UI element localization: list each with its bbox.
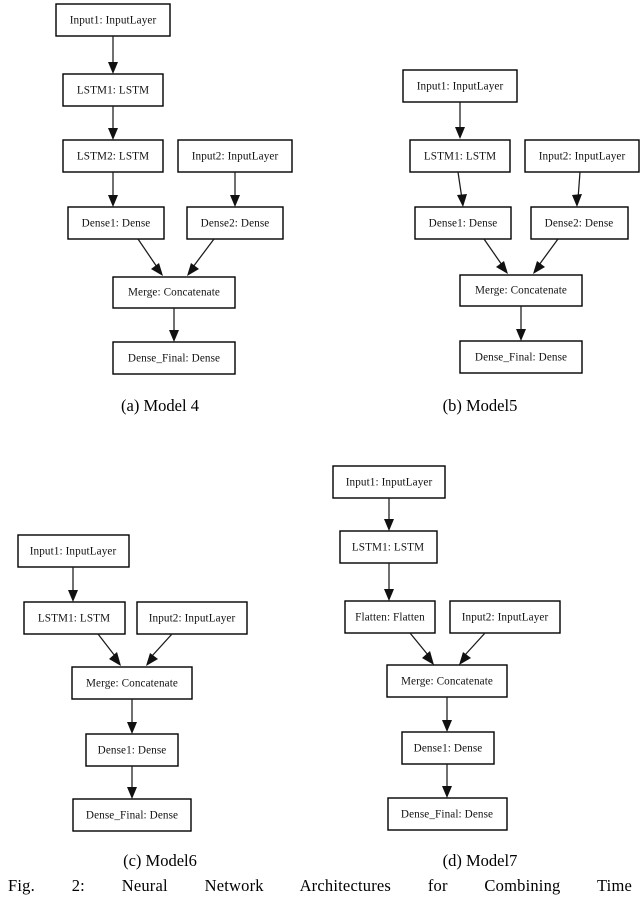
node-input2: Input2: InputLayer [177,139,293,173]
node-input2: Input2: InputLayer [524,139,640,173]
node-label: Merge: Concatenate [401,676,493,688]
node-input2: Input2: InputLayer [136,601,248,635]
node-label: Input2: InputLayer [462,612,549,624]
edge-merge-densefinal [516,306,526,341]
subcaption-model7: (d) Model7 [442,851,518,870]
node-dense1: Dense1: Dense [401,731,495,765]
edge-input2-merge [459,632,486,665]
edge-dense2-merge [187,238,215,276]
edge-input2-merge [146,633,173,666]
node-lstm1: LSTM1: LSTM [409,139,511,173]
diagram-model6: Input1: InputLayer LSTM1: LSTM Input2: I… [17,534,248,832]
edge-input1-lstm1 [68,567,78,602]
node-label: Dense2: Dense [201,218,270,230]
node-lstm2: LSTM2: LSTM [62,139,164,173]
node-input1: Input1: InputLayer [332,465,446,499]
node-dense1: Dense1: Dense [414,206,512,240]
node-dense-final: Dense_Final: Dense [112,341,236,375]
diagram-model4: Input1: InputLayer LSTM1: LSTM LSTM2: LS… [55,3,293,375]
node-label: LSTM1: LSTM [77,85,149,97]
node-label: Dense_Final: Dense [401,809,493,821]
node-label: LSTM1: LSTM [38,613,110,625]
node-dense-final: Dense_Final: Dense [72,798,192,832]
node-flatten: Flatten: Flatten [344,600,436,634]
node-label: Input1: InputLayer [346,477,433,489]
subcaption-model5: (b) Model5 [442,396,518,415]
node-label: Merge: Concatenate [86,678,178,690]
edge-input1-lstm1 [455,102,465,139]
node-merge: Merge: Concatenate [386,664,508,698]
subcaption-model4: (a) Model 4 [121,396,199,415]
edge-dense1-densefinal [442,764,452,798]
node-label: Input2: InputLayer [539,151,626,163]
node-label: Dense_Final: Dense [128,353,220,365]
edge-flatten-merge [409,632,434,665]
node-lstm1: LSTM1: LSTM [339,530,438,564]
node-label: Dense2: Dense [545,218,614,230]
edge-dense1-merge [483,238,508,274]
node-label: Dense1: Dense [414,743,483,755]
node-label: Input1: InputLayer [417,81,504,93]
edge-merge-densefinal [169,308,179,342]
node-merge: Merge: Concatenate [71,666,193,700]
diagram-model5: Input1: InputLayer LSTM1: LSTM Input2: I… [402,69,640,374]
node-input1: Input1: InputLayer [55,3,171,37]
edge-input1-lstm1 [108,36,118,74]
node-dense-final: Dense_Final: Dense [387,797,508,831]
edge-input1-lstm1 [384,498,394,531]
edge-lstm1-lstm2 [108,106,118,140]
node-label: Input2: InputLayer [149,613,236,625]
edge-dense2-merge [533,238,559,274]
edge-merge-dense1 [442,697,452,732]
node-label: Dense1: Dense [98,745,167,757]
node-label: Dense1: Dense [429,218,498,230]
node-label: LSTM1: LSTM [352,542,424,554]
edge-lstm1-flatten [384,563,394,601]
node-lstm1: LSTM1: LSTM [23,601,126,635]
node-input1: Input1: InputLayer [402,69,518,103]
diagram-model7: Input1: InputLayer LSTM1: LSTM Flatten: … [332,465,561,831]
edge-lstm1-dense1 [457,171,467,207]
node-label: Flatten: Flatten [355,612,425,624]
edge-input2-dense2 [572,171,582,207]
node-label: Merge: Concatenate [128,287,220,299]
node-dense-final: Dense_Final: Dense [459,340,583,374]
node-label: Input2: InputLayer [192,151,279,163]
node-label: Input1: InputLayer [70,15,157,27]
node-label: Dense1: Dense [82,218,151,230]
edge-merge-dense1 [127,699,137,734]
node-dense2: Dense2: Dense [186,206,284,240]
node-label: Input1: InputLayer [30,546,117,558]
node-label: Dense_Final: Dense [475,352,567,364]
node-merge: Merge: Concatenate [112,276,236,309]
figure-caption: Fig. 2: Neural Network Architectures for… [8,876,632,895]
edge-lstm1-merge [97,633,121,666]
node-input1: Input1: InputLayer [17,534,130,568]
node-label: Merge: Concatenate [475,285,567,297]
subcaption-model6: (c) Model6 [123,851,197,870]
edge-dense1-merge [137,238,163,276]
node-merge: Merge: Concatenate [459,274,583,307]
node-label: LSTM2: LSTM [77,151,149,163]
node-lstm1: LSTM1: LSTM [62,73,164,107]
node-label: LSTM1: LSTM [424,151,496,163]
node-input2: Input2: InputLayer [449,600,561,634]
node-dense2: Dense2: Dense [530,206,629,240]
edge-input2-dense2 [230,172,240,207]
node-dense1: Dense1: Dense [85,733,179,767]
node-label: Dense_Final: Dense [86,810,178,822]
node-dense1: Dense1: Dense [67,206,165,240]
edge-dense1-densefinal [127,766,137,799]
edge-lstm2-dense1 [108,172,118,207]
